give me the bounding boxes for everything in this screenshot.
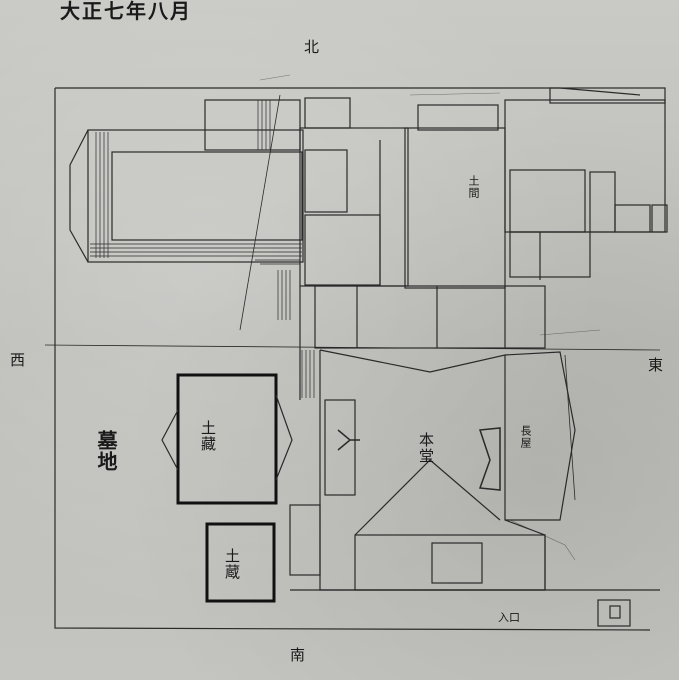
direction-north: 北: [304, 38, 320, 56]
direction-south: 南: [290, 646, 306, 664]
label-hondo: 本堂: [417, 432, 435, 464]
upper-left-hall: [87, 129, 304, 263]
bochi-east-wall: [504, 351, 576, 521]
label-kura-small: 土蔵: [223, 548, 241, 580]
stair-hatch-left: [95, 132, 109, 258]
label-entrance: 入口: [498, 611, 520, 624]
middle-row: [314, 285, 546, 349]
boundary-top: [55, 87, 641, 96]
drawing-title: 大正七年八月: [60, 0, 192, 23]
kura-main-outline: [176, 373, 278, 505]
label-doma: 土間: [467, 175, 480, 199]
altar-right: [478, 427, 501, 491]
label-bochi: 墓地: [94, 430, 118, 472]
top-annex: [204, 99, 301, 151]
stair-hatch-bottom: [90, 243, 302, 265]
direction-east: 東: [648, 356, 664, 374]
entrance-gate: [597, 599, 631, 627]
annotation-strokes: [259, 74, 601, 561]
label-nagaya: 長屋: [519, 425, 532, 449]
altar-left: [337, 429, 360, 451]
corridor-hatch: [301, 350, 315, 398]
kura-small-outline: [205, 522, 276, 603]
stair-hatch-right: [257, 100, 291, 320]
direction-west: 西: [10, 351, 26, 369]
center-north-block: [299, 127, 409, 287]
boundary-line: [54, 88, 651, 631]
label-kura-main: 土藏: [199, 420, 217, 452]
